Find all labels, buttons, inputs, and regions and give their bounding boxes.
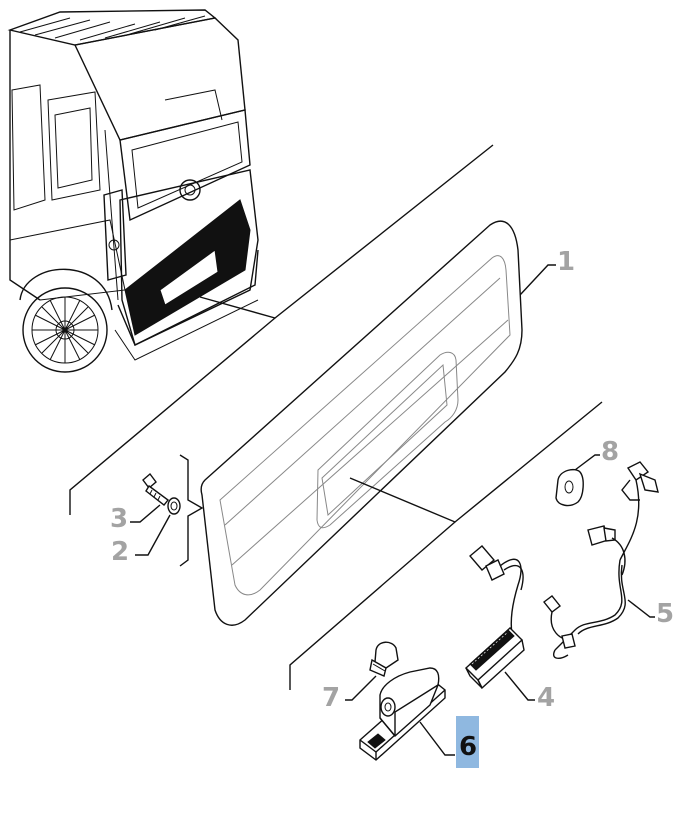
part-6-license-lamp [359,667,455,761]
callout-3-label: 3 [110,504,128,534]
callout-1: 1 [519,247,575,296]
part-8-grommet: 8 [555,437,619,507]
callout-2-label: 2 [111,537,129,567]
callout-8-label: 8 [601,437,619,467]
leader-van-to-panel [69,144,494,515]
callout-6: 6 [456,716,479,768]
van-illustration [7,9,259,373]
part-7-bulb: 7 [322,641,399,713]
part-3-screw: 3 [110,472,170,534]
callout-7-label: 7 [322,683,340,713]
fastener-bracket [179,454,204,567]
leader-panel-to-lamp [289,401,603,690]
part-2-nut: 2 [111,497,181,567]
callout-5-label: 5 [656,599,674,629]
callout-4-label: 4 [537,683,555,713]
part-4-switch-connector: 4 [464,545,555,713]
callout-6-label: 6 [459,732,477,762]
part-5-wiring-harness: 5 [543,461,674,659]
callout-1-label: 1 [557,247,575,277]
part-1-tailgate-panel [200,220,523,626]
callout-6-highlight [456,716,479,768]
